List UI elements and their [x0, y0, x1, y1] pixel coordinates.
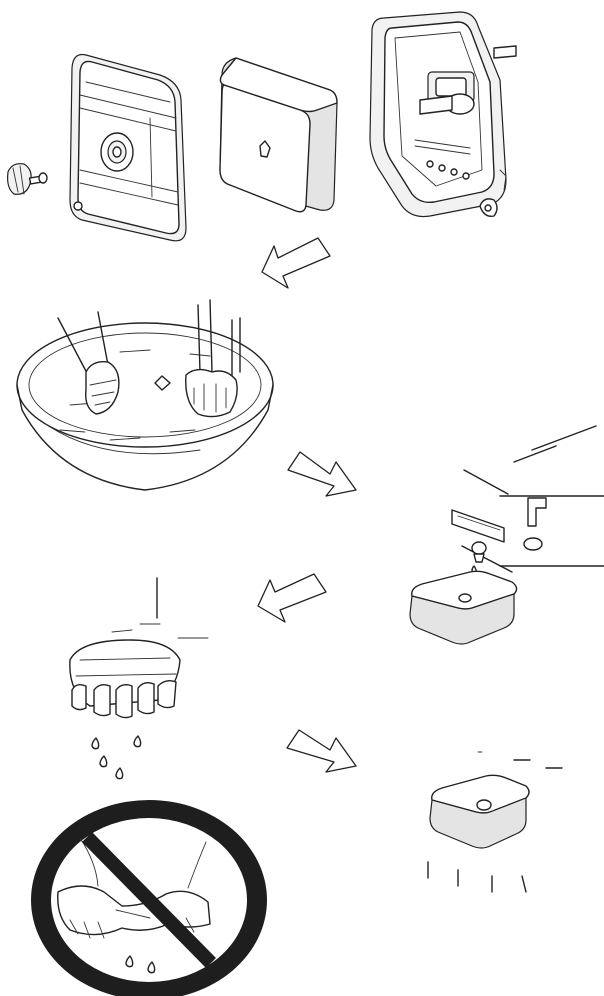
- cover-icon: [70, 55, 186, 241]
- water-drop-icon: [92, 736, 141, 779]
- sponge-icon: [428, 775, 529, 892]
- basin-icon: [17, 323, 273, 490]
- housing-icon: [370, 12, 516, 217]
- housing-slot-icon: [452, 426, 604, 583]
- arrow-down-left-icon: [258, 574, 326, 622]
- arrow-down-right-icon: [288, 452, 356, 496]
- filter-sponge-icon: [220, 58, 337, 212]
- sponge-icon: [410, 571, 517, 644]
- shade-icon: [478, 752, 562, 768]
- arrow-down-right-icon: [287, 730, 356, 772]
- arrow-down-left-icon: [262, 238, 330, 288]
- squeeze-hands-icon: [70, 578, 208, 718]
- knob-icon: [8, 164, 47, 195]
